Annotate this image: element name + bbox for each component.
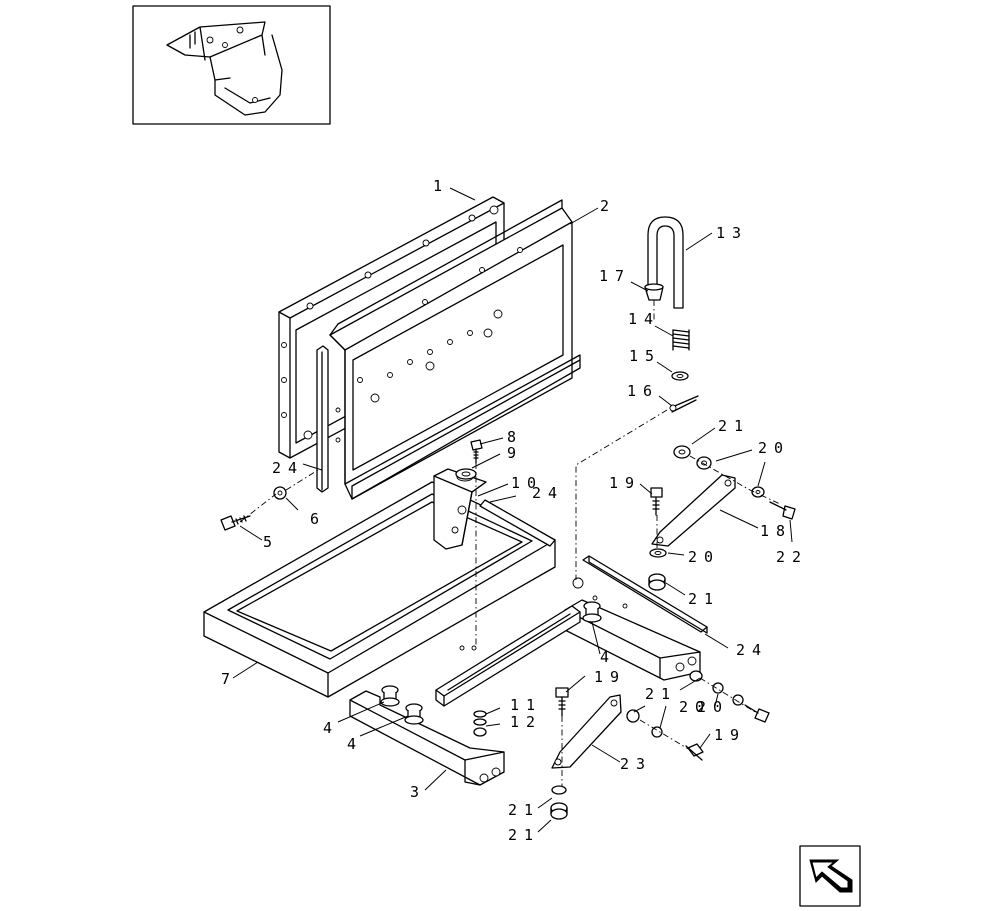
callout-19-mid: 19 [594, 668, 626, 686]
callout-6: 6 [310, 510, 326, 528]
thumbnail-locator [132, 5, 331, 125]
callout-2-lower: 20 [679, 698, 711, 716]
part-14-spring [672, 329, 690, 351]
part-24-horizontal-strip [479, 499, 556, 547]
callout-labels: 1 2 13 17 14 15 16 8 9 10 24 24 6 5 7 21… [221, 177, 808, 844]
callout-20-right: 20 [697, 698, 729, 716]
callout-1: 1 [433, 177, 449, 195]
part-9-washer [455, 468, 477, 480]
callout-20-mid: 20 [688, 548, 720, 566]
callout-24-rail: 24 [736, 641, 768, 659]
callout-4-left-bottom: 4 [347, 735, 363, 753]
part-23-lower-link [551, 694, 622, 769]
callout-12: 12 [510, 713, 542, 731]
part-11-12-washers [473, 710, 487, 737]
callout-19-top: 19 [609, 474, 641, 492]
callout-8: 8 [507, 428, 523, 446]
callout-20-top: 20 [758, 439, 790, 457]
callout-21-bottom: 21 [508, 826, 540, 844]
callout-4-right: 4 [600, 648, 616, 666]
callout-22: 22 [776, 548, 808, 566]
part-20-21-stack-bottom [550, 785, 568, 820]
part-3-mount-foot [349, 690, 505, 786]
callout-10: 10 [511, 474, 543, 492]
callout-24-strip: 24 [272, 459, 304, 477]
part-17-cap [644, 283, 664, 301]
callout-2: 2 [600, 197, 616, 215]
callout-3: 3 [410, 783, 426, 801]
part-7-base-tray [203, 481, 556, 698]
callout-13: 13 [716, 224, 748, 242]
centerlines [239, 300, 781, 786]
part-20-washer [696, 456, 765, 498]
part-6-washer [273, 486, 287, 500]
part-16-pin [669, 395, 699, 413]
callout-24-bracket: 24 [532, 484, 564, 502]
part-8-bolt [470, 439, 483, 464]
part-24-vertical-strip [316, 345, 329, 493]
part-22-bolt [769, 501, 796, 520]
callout-14: 14 [628, 310, 660, 328]
callout-5: 5 [263, 533, 279, 551]
callout-16: 16 [627, 382, 659, 400]
part-21-nut-mid [648, 573, 666, 591]
center-channel-rail [435, 595, 628, 707]
callout-15: 15 [629, 347, 661, 365]
part-20-washer-mid [649, 548, 667, 558]
callout-9: 9 [507, 444, 523, 462]
callout-21-right: 21 [645, 685, 677, 703]
callout-4-left-top: 4 [323, 719, 339, 737]
callout-19-right: 19 [714, 726, 746, 744]
right-mount-foot [564, 577, 701, 681]
callout-23: 23 [620, 755, 652, 773]
part-2-angle-frame [329, 199, 581, 500]
callout-18: 18 [760, 522, 792, 540]
part-5-bolt [220, 515, 251, 531]
part-19-bolt-upper [650, 487, 663, 516]
leader-lines [232, 187, 793, 833]
callout-17: 17 [599, 267, 631, 285]
part-19-bolt-lower [555, 687, 569, 717]
callout-21-mid: 21 [688, 590, 720, 608]
part-15-washer [671, 371, 689, 381]
callout-20-bottom: 21 [508, 801, 540, 819]
return-arrow-icon[interactable] [799, 845, 861, 907]
callout-7: 7 [221, 670, 237, 688]
callout-21-top: 21 [718, 417, 750, 435]
callout-11: 11 [510, 696, 542, 714]
part-21-nut [673, 445, 691, 459]
part-18-link-rod [651, 474, 736, 547]
part-24-right-rail [582, 555, 708, 634]
